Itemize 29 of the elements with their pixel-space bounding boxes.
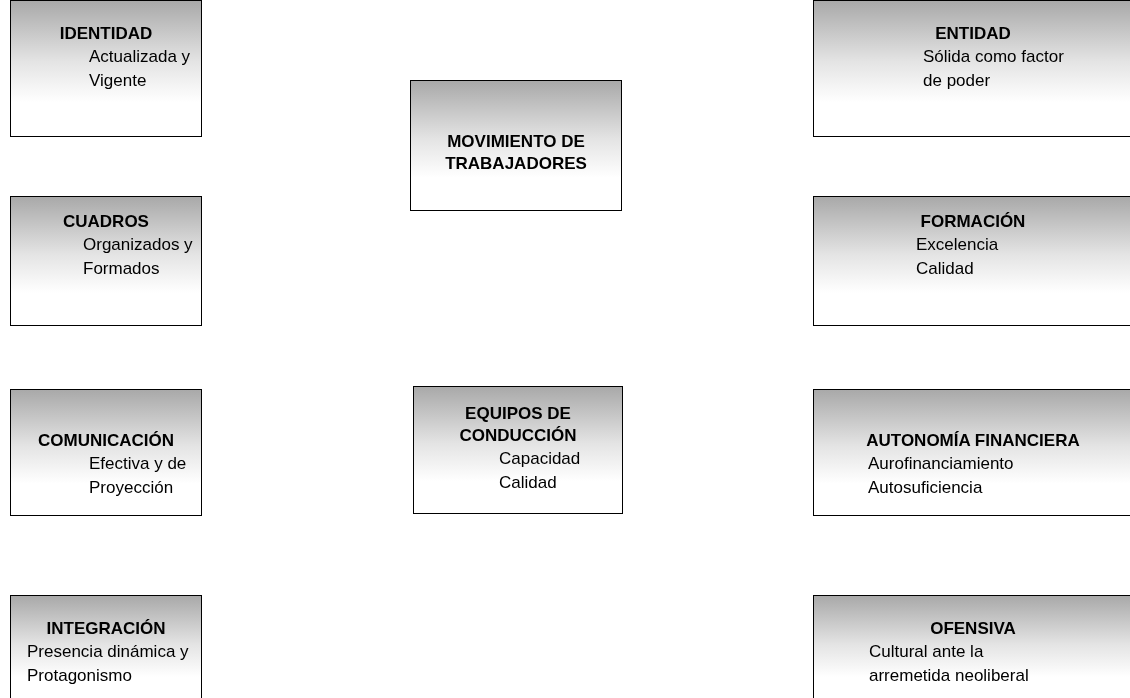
text-box bbox=[410, 80, 622, 211]
box-text: Presencia dinámica y Protagonismo bbox=[27, 641, 190, 687]
text-box bbox=[10, 0, 202, 137]
text-box bbox=[813, 595, 1130, 698]
box-heading: COMUNICACIÓN bbox=[37, 430, 175, 452]
box-text: Cultural ante la arremetida neoliberal bbox=[869, 641, 1030, 687]
text-box bbox=[813, 389, 1130, 516]
text-box bbox=[10, 196, 202, 326]
box-heading: OFENSIVA bbox=[929, 618, 1017, 640]
box-heading: IDENTIDAD bbox=[58, 23, 154, 45]
text-box bbox=[813, 196, 1130, 326]
text-box bbox=[10, 595, 202, 698]
box-heading: AUTONOMÍA FINANCIERA bbox=[865, 430, 1081, 452]
box-text: Aurofinanciamiento Autosuficiencia bbox=[868, 453, 1015, 499]
box-heading: INTEGRACIÓN bbox=[45, 618, 167, 640]
box-heading: MOVIMIENTO DE TRABAJADORES bbox=[444, 131, 588, 175]
box-heading: ENTIDAD bbox=[934, 23, 1012, 45]
box-heading: EQUIPOS DE CONDUCCIÓN bbox=[458, 403, 578, 447]
box-heading: CUADROS bbox=[62, 211, 150, 233]
box-text: Excelencia Calidad bbox=[916, 234, 1000, 280]
box-text: Capacidad Calidad bbox=[499, 448, 582, 494]
box-text: Organizados y Formados bbox=[83, 234, 194, 280]
box-text: Efectiva y de Proyección bbox=[89, 453, 188, 499]
box-text: Sólida como factor de poder bbox=[923, 46, 1065, 92]
box-heading: FORMACIÓN bbox=[919, 211, 1027, 233]
text-box bbox=[10, 389, 202, 516]
text-box bbox=[813, 0, 1130, 137]
text-box bbox=[413, 386, 623, 514]
box-text: Actualizada y Vigente bbox=[89, 46, 192, 92]
